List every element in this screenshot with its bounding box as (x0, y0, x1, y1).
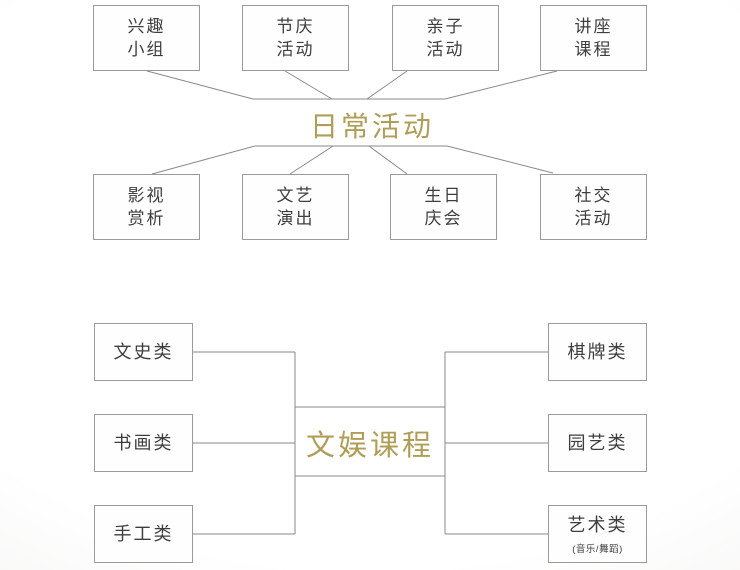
node-art-performance: 文艺 演出 (242, 174, 349, 240)
node-literature-history: 文史类 (94, 323, 193, 381)
node-label: 书画类 (113, 432, 174, 453)
node-festival-activities: 节庆 活动 (242, 5, 349, 71)
node-film-appreciation: 影视 赏析 (93, 174, 200, 240)
node-label: 兴趣 小组 (127, 16, 166, 59)
node-interest-group: 兴趣 小组 (93, 5, 200, 71)
node-handicraft: 手工类 (94, 505, 193, 563)
title-daily-activities: 日常活动 (309, 111, 434, 142)
node-label: 棋牌类 (567, 341, 628, 362)
node-parent-child-activities: 亲子 活动 (392, 5, 499, 71)
node-label: 影视 赏析 (127, 185, 166, 228)
node-label: 手工类 (113, 523, 174, 544)
node-calligraphy-painting: 书画类 (94, 414, 193, 472)
node-birthday-celebration: 生日 庆会 (390, 174, 497, 240)
node-social-activities: 社交 活动 (540, 174, 647, 240)
node-label: 节庆 活动 (276, 16, 315, 59)
node-label: 社交 活动 (574, 185, 613, 228)
node-sublabel: (音乐/舞蹈) (572, 543, 623, 555)
node-label: 讲座 课程 (574, 16, 613, 59)
node-label: 文艺 演出 (276, 185, 315, 228)
node-gardening: 园艺类 (548, 414, 647, 472)
node-label: 亲子 活动 (426, 16, 465, 59)
node-label: 文史类 (113, 341, 174, 362)
node-label: 艺术类 (567, 515, 628, 536)
node-lecture-courses: 讲座 课程 (540, 5, 647, 71)
node-label: 园艺类 (567, 432, 628, 453)
node-arts: 艺术类 (音乐/舞蹈) (548, 505, 647, 563)
node-label: 生日 庆会 (424, 185, 463, 228)
title-entertainment-courses: 文娱课程 (305, 430, 434, 462)
node-chess-cards: 棋牌类 (548, 323, 647, 381)
